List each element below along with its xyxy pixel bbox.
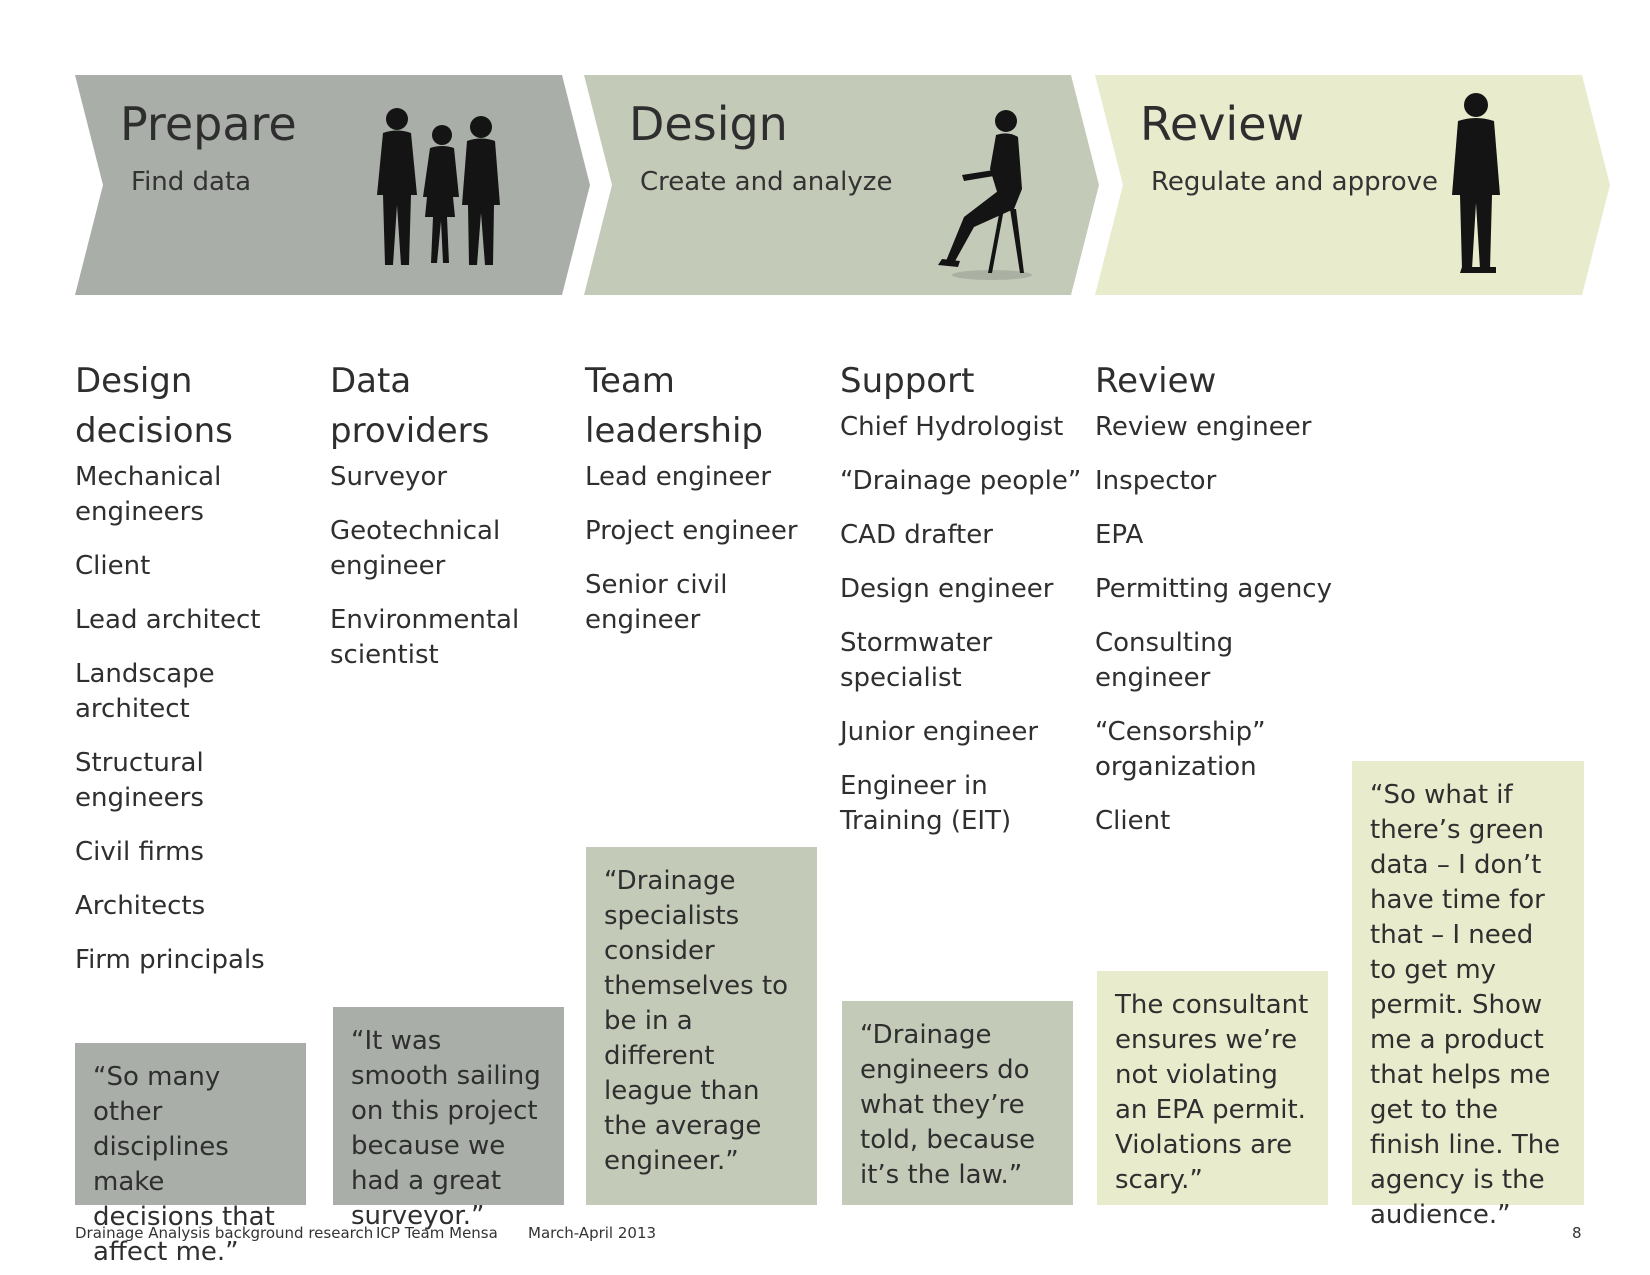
phase-subtitle: Find data xyxy=(131,167,252,197)
group-of-people-silhouette-icon xyxy=(377,108,500,265)
quote-box: The consultant ensures we’re not violati… xyxy=(1097,971,1328,1205)
role-item: Lead engineer xyxy=(585,462,772,492)
role-item: Geotechnical engineer xyxy=(330,516,501,581)
role-item: Consulting engineer xyxy=(1095,628,1234,693)
role-item: Structural engineers xyxy=(75,748,204,813)
heading-line: Data xyxy=(330,361,412,401)
role-item: Firm principals xyxy=(75,945,265,975)
column-heading: Design decisions xyxy=(75,356,320,456)
role-item: Lead architect xyxy=(75,605,261,635)
role-item: Civil firms xyxy=(75,837,204,867)
role-item: Junior engineer xyxy=(840,717,1039,747)
chevron-shape xyxy=(584,75,1099,295)
heading-line: Review xyxy=(1095,361,1217,401)
column-heading: Team leadership xyxy=(585,356,830,456)
role-item: Environmental scientist xyxy=(330,605,520,670)
column-heading: Data providers xyxy=(330,356,575,456)
standing-man-silhouette-icon xyxy=(1452,93,1500,273)
heading-line: Team xyxy=(585,361,675,401)
role-item: Design engineer xyxy=(840,574,1054,604)
role-item: Surveyor xyxy=(330,462,448,492)
column-data-providers: Data providers Surveyor Geotechnical eng… xyxy=(330,356,575,692)
quote-box: “It was smooth sailing on this project b… xyxy=(333,1007,564,1231)
role-item: Senior civil engineer xyxy=(585,570,728,635)
chevron-fill xyxy=(75,75,590,295)
phase-subtitle: Regulate and approve xyxy=(1151,167,1439,197)
column-heading: Review xyxy=(1095,356,1340,406)
heading-line: providers xyxy=(330,411,490,451)
chevron-fill xyxy=(584,75,1099,295)
role-item: Stormwater specialist xyxy=(840,628,993,693)
heading-line: decisions xyxy=(75,411,233,451)
role-item: Architects xyxy=(75,891,206,921)
role-item: EPA xyxy=(1095,520,1144,550)
role-item: “Censorship” organization xyxy=(1095,717,1266,782)
role-item: Engineer in Training (EIT) xyxy=(840,771,1012,836)
chevron-shape xyxy=(75,75,590,295)
role-item: Inspector xyxy=(1095,466,1217,496)
footer-date: March-April 2013 xyxy=(528,1224,657,1242)
heading-line: Support xyxy=(840,361,975,401)
quote-box: “So many other disciplines make decision… xyxy=(75,1043,306,1267)
role-item: Permitting agency xyxy=(1095,574,1332,604)
role-item: Project engineer xyxy=(585,516,798,546)
column-design-decisions: Design decisions Mechanical engineers Cl… xyxy=(75,356,320,997)
role-item: “Drainage people” xyxy=(840,466,1082,496)
heading-line: leadership xyxy=(585,411,763,451)
column-team-leadership: Team leadership Lead engineer Project en… xyxy=(585,356,830,657)
phase-subtitle: Create and analyze xyxy=(640,167,893,197)
role-item: Landscape architect xyxy=(75,659,215,724)
role-item: Mechanical engineers xyxy=(75,462,222,527)
phase-title: Prepare xyxy=(120,97,297,151)
column-support: Support Chief Hydrologist “Drainage peop… xyxy=(840,356,1085,858)
phase-review: Review Regulate and approve xyxy=(1095,75,1610,295)
phase-title: Review xyxy=(1140,97,1305,151)
role-item: Client xyxy=(1095,806,1171,836)
role-item: CAD drafter xyxy=(840,520,993,550)
heading-line: Design xyxy=(75,361,193,401)
phase-prepare: Prepare Find data xyxy=(75,75,590,295)
role-item: Review engineer xyxy=(1095,412,1312,442)
phase-title: Design xyxy=(629,97,788,151)
quote-box: “So what if there’s green data – I don’t… xyxy=(1352,761,1584,1230)
role-item: Client xyxy=(75,551,151,581)
footer-project: Drainage Analysis background research xyxy=(75,1224,374,1242)
role-item: Chief Hydrologist xyxy=(840,412,1064,442)
quote-box: “Drainage engineers do what they’re told… xyxy=(842,1001,1073,1205)
column-heading: Support xyxy=(840,356,1085,406)
footer-team: ICP Team Mensa xyxy=(376,1224,498,1242)
quote-box: “Drainage specialists consider themselve… xyxy=(586,847,817,1205)
phase-design: Design Create and analyze xyxy=(584,75,1099,295)
column-review: Review Review engineer Inspector EPA Per… xyxy=(1095,356,1340,858)
seated-woman-with-laptop-silhouette-icon xyxy=(938,110,1032,280)
page-number: 8 xyxy=(1572,1224,1582,1242)
